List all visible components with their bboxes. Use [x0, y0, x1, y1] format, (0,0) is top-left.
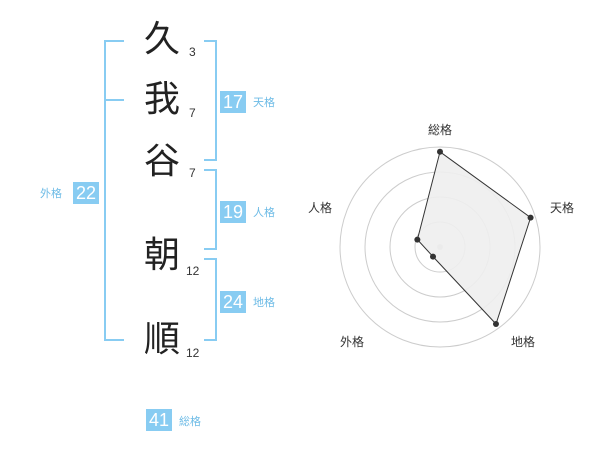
radar-point-3 [492, 321, 499, 328]
radar-point-4 [430, 253, 437, 260]
gaikaku-bracket [104, 40, 124, 341]
chikaku-bracket [204, 258, 217, 341]
kanji-char-2: 我 [143, 79, 180, 120]
radar-axis-label-gaikaku: 外格 [340, 335, 365, 349]
kanji-char-1: 久 [143, 19, 180, 60]
kanji-char-4: 朝 [143, 235, 180, 276]
radar-axis-label-tenkaku: 天格 [550, 201, 575, 215]
radar-point-1 [437, 148, 443, 155]
radar-point-2 [527, 214, 534, 221]
stroke-count-4: 12 [186, 264, 200, 278]
chikaku-label: 地格 [253, 296, 275, 309]
jinkaku-bracket [204, 169, 217, 250]
tenkaku-bracket [204, 40, 217, 161]
stroke-count-2: 7 [189, 106, 196, 120]
stroke-count-5: 12 [186, 346, 200, 360]
tenkaku-value: 17 [220, 91, 247, 113]
gaikaku-value: 22 [73, 182, 100, 204]
radar-series-polygon [416, 150, 532, 325]
kanji-char-3: 谷 [143, 141, 180, 182]
jinkaku-value: 19 [220, 201, 247, 223]
stroke-count-3: 7 [189, 166, 196, 180]
stroke-count-1: 3 [189, 45, 196, 59]
jinkaku-label: 人格 [253, 206, 275, 219]
chikaku-value: 24 [220, 291, 247, 313]
soukaku-value: 41 [146, 409, 173, 431]
gaikaku-bracket-tick [104, 99, 124, 101]
radar-axis-label-chikaku: 地格 [511, 335, 536, 349]
radar-ring [339, 146, 541, 348]
tenkaku-label: 天格 [253, 96, 275, 109]
soukaku-label: 総格 [179, 415, 201, 428]
radar-axis-label-soukaku: 総格 [428, 123, 453, 137]
radar-point-5 [414, 236, 421, 243]
kanji-char-5: 順 [143, 319, 180, 360]
radar-axis-label-jinkaku: 人格 [308, 201, 333, 215]
gaikaku-label: 外格 [40, 187, 62, 200]
